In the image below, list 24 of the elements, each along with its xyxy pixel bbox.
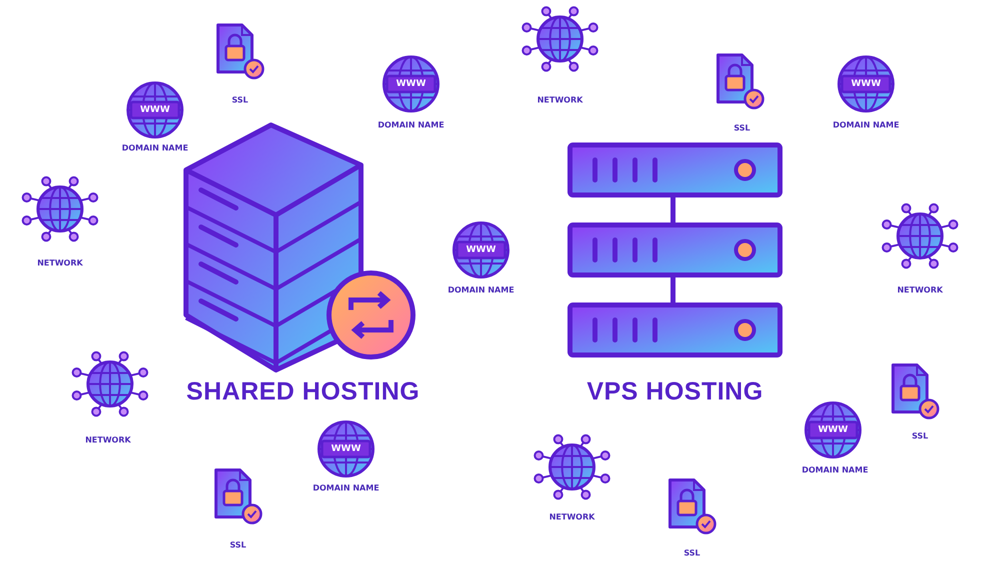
icon-caption: SSL	[734, 124, 750, 132]
icon-caption: NETWORK	[897, 286, 943, 294]
icon-caption: SSL	[912, 432, 928, 440]
globe-text: WWW	[331, 444, 361, 454]
icon-caption: DOMAIN NAME	[378, 120, 444, 130]
globe-text: WWW	[851, 79, 881, 89]
globe-text: WWW	[140, 105, 170, 115]
globe-text: WWW	[396, 79, 426, 89]
icon-caption: SSL	[684, 548, 700, 558]
icon-caption: DOMAIN NAME	[832, 120, 900, 130]
icon-caption: NETWORK	[549, 512, 595, 522]
icon-caption: SSL	[232, 96, 248, 104]
icon-caption: SSL	[230, 540, 246, 550]
hosting-title: VPS HOSTING	[586, 378, 764, 406]
globe-text: WWW	[818, 425, 848, 435]
icon-caption: NETWORK	[85, 436, 131, 444]
icon-caption: NETWORK	[537, 96, 583, 104]
icon-caption: DOMAIN NAME	[122, 144, 188, 152]
icon-caption: DOMAIN NAME	[312, 484, 380, 492]
icon-caption: DOMAIN NAME	[802, 466, 868, 474]
icon-caption: DOMAIN NAME	[448, 286, 514, 294]
icon-caption: NETWORK	[37, 258, 83, 268]
globe-text: WWW	[466, 245, 496, 255]
hosting-title: SHARED HOSTING	[186, 378, 420, 406]
